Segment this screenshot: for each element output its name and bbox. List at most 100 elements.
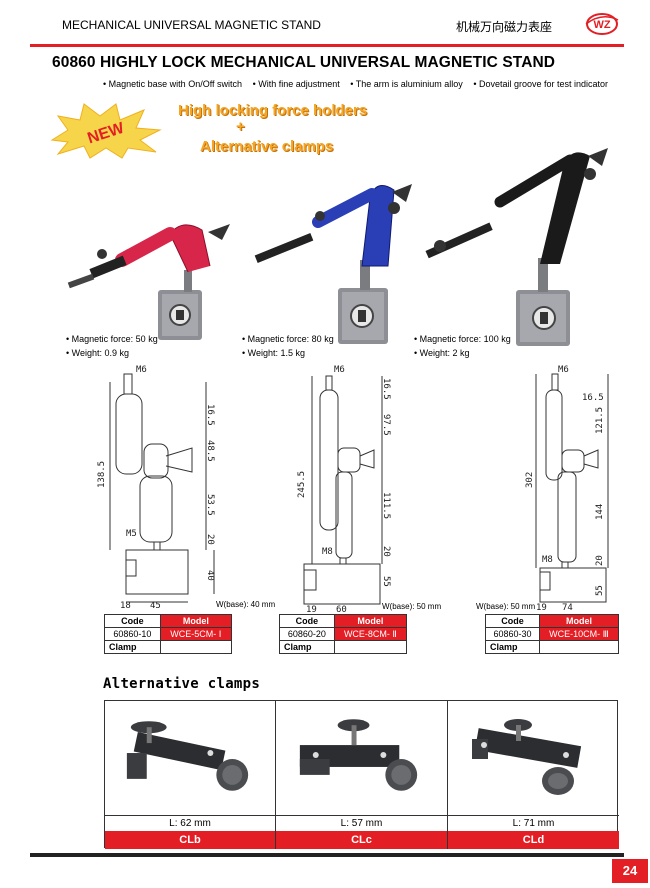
spec-list: • Magnetic force: 100 kg • Weight: 2 kg bbox=[414, 332, 511, 360]
page-number: 24 bbox=[612, 859, 648, 883]
dim-label: 20 bbox=[595, 555, 605, 566]
code-table-wce-8cm: Code Model 60860-20 WCE-8CM- Ⅱ Clamp bbox=[279, 614, 408, 654]
dim-label: 20 bbox=[205, 534, 215, 545]
clamp-card-clb: L: 62 mm CLb bbox=[105, 701, 276, 849]
dim-label: 19 bbox=[306, 605, 317, 614]
feature-item: • Magnetic base with On/Off switch bbox=[103, 79, 243, 89]
weight: • Weight: 2 kg bbox=[414, 348, 470, 358]
dim-label: 55 bbox=[381, 576, 391, 587]
dim-label: 16.5 bbox=[205, 404, 215, 426]
dim-label: M8 bbox=[542, 555, 553, 565]
product-photo-wce-5cm bbox=[67, 224, 230, 340]
code-header: Code bbox=[104, 614, 161, 628]
code-table-wce-5cm: Code Model 60860-10 WCE-5CM- Ⅰ Clamp bbox=[104, 614, 233, 654]
clamp-label: Clamp bbox=[484, 640, 541, 654]
dim-label: 16.5 bbox=[381, 378, 391, 400]
dim-label: M6 bbox=[558, 365, 569, 375]
clamp-length: L: 71 mm bbox=[448, 815, 619, 831]
magnetic-force: • Magnetic force: 100 kg bbox=[414, 334, 511, 344]
dim-label: 45 bbox=[150, 601, 161, 611]
model-header: Model bbox=[159, 614, 233, 628]
dim-label: M6 bbox=[334, 365, 345, 375]
dim-label: 40 bbox=[205, 570, 215, 581]
dim-label: 74 bbox=[562, 603, 573, 613]
model-header: Model bbox=[333, 614, 408, 628]
weight: • Weight: 1.5 kg bbox=[242, 348, 306, 358]
clamp-name: CLb bbox=[105, 831, 275, 849]
feature-item: • With fine adjustment bbox=[252, 79, 340, 89]
weight: • Weight: 0.9 kg bbox=[66, 348, 130, 358]
dim-label: 18 bbox=[120, 601, 131, 611]
main-title: 60860 HIGHLY LOCK MECHANICAL UNIVERSAL M… bbox=[52, 54, 556, 71]
wz-logo: WZ bbox=[585, 13, 619, 35]
clamp-value bbox=[159, 640, 233, 654]
dim-label: 121.5 bbox=[595, 407, 605, 434]
promo-plus: + bbox=[236, 118, 245, 135]
dim-label: M6 bbox=[136, 365, 147, 375]
dim-label: 245.5 bbox=[297, 471, 307, 498]
base-width: W(base): 50 mm bbox=[476, 602, 536, 611]
dim-label: 48.5 bbox=[205, 440, 215, 462]
clamp-card-cld: L: 71 mm CLd bbox=[448, 701, 619, 849]
clamp-name: CLd bbox=[448, 831, 619, 849]
clamp-photo-cld bbox=[472, 719, 582, 795]
new-badge: NEW bbox=[50, 103, 162, 159]
header-divider bbox=[30, 44, 624, 47]
dim-label: M5 bbox=[126, 529, 137, 539]
footer-divider bbox=[30, 853, 624, 857]
clamp-photo-clb bbox=[126, 721, 249, 791]
code-value: 60860-20 bbox=[279, 627, 335, 641]
clamp-value bbox=[333, 640, 408, 654]
model-value: WCE-10CM- Ⅲ bbox=[539, 627, 619, 641]
logo-text: WZ bbox=[593, 19, 610, 31]
spec-list: • Magnetic force: 50 kg • Weight: 0.9 kg bbox=[66, 332, 158, 360]
spec-list: • Magnetic force: 80 kg • Weight: 1.5 kg bbox=[242, 332, 334, 360]
product-photo-wce-10cm bbox=[425, 148, 608, 346]
dim-label: 144 bbox=[595, 504, 605, 520]
model-value: WCE-5CM- Ⅰ bbox=[159, 627, 233, 641]
clamp-length: L: 62 mm bbox=[105, 815, 275, 831]
page-header: MECHANICAL UNIVERSAL MAGNETIC STAND 机械万向… bbox=[42, 12, 622, 42]
code-table-wce-10cm: Code Model 60860-30 WCE-10CM- Ⅲ Clamp bbox=[484, 614, 619, 654]
dim-label: 20 bbox=[381, 546, 391, 557]
magnetic-force: • Magnetic force: 50 kg bbox=[66, 334, 158, 344]
alternative-clamps-title: Alternative clamps bbox=[103, 676, 261, 692]
clamp-photo-clc bbox=[299, 719, 418, 791]
feature-list: • Magnetic base with On/Off switch • Wit… bbox=[103, 79, 616, 89]
dim-label: 111.5 bbox=[381, 492, 391, 519]
clamp-label: Clamp bbox=[279, 640, 335, 654]
code-header: Code bbox=[279, 614, 335, 628]
base-width: W(base): 40 mm bbox=[216, 600, 276, 609]
model-value: WCE-8CM- Ⅱ bbox=[333, 627, 408, 641]
promo-line-1: High locking force holders bbox=[178, 102, 368, 119]
header-title-chinese: 机械万向磁力表座 bbox=[456, 20, 553, 34]
clamp-name: CLc bbox=[276, 831, 447, 849]
feature-item: • The arm is aluminium alloy bbox=[350, 79, 463, 89]
clamp-label: Clamp bbox=[104, 640, 161, 654]
technical-drawing-wce-5cm: M6 16.5 48.5 138.5 53.5 20 M5 40 18 45 bbox=[97, 365, 215, 611]
dim-label: 55 bbox=[595, 585, 605, 596]
clamp-grid: L: 62 mm CLb L: 57 mm CLc L: 71 mm bbox=[104, 700, 619, 849]
dim-label: 60 bbox=[336, 605, 347, 614]
feature-item: • Dovetail groove for test indicator bbox=[473, 79, 609, 89]
technical-drawing-wce-10cm: M6 16.5 121.5 302 144 20 M8 55 19 74 bbox=[525, 365, 609, 613]
code-value: 60860-10 bbox=[104, 627, 161, 641]
model-header: Model bbox=[539, 614, 619, 628]
code-value: 60860-30 bbox=[484, 627, 541, 641]
clamp-card-clc: L: 57 mm CLc bbox=[276, 701, 448, 849]
promo-line-2: Alternative clamps bbox=[200, 138, 334, 155]
product-photo-wce-8cm bbox=[254, 184, 412, 344]
technical-drawing-wce-8cm: M6 16.5 97.5 245.5 111.5 20 M8 55 19 60 bbox=[297, 365, 391, 614]
clamp-length: L: 57 mm bbox=[276, 815, 447, 831]
magnetic-force: • Magnetic force: 80 kg bbox=[242, 334, 334, 344]
dim-label: 16.5 bbox=[582, 393, 604, 403]
dim-label: 302 bbox=[525, 472, 535, 488]
dim-label: M8 bbox=[322, 547, 333, 557]
header-title: MECHANICAL UNIVERSAL MAGNETIC STAND bbox=[62, 18, 321, 32]
dim-label: 19 bbox=[536, 603, 547, 613]
dim-label: 53.5 bbox=[205, 494, 215, 516]
code-header: Code bbox=[484, 614, 541, 628]
dim-label: 138.5 bbox=[97, 461, 107, 488]
base-width: W(base): 50 mm bbox=[382, 602, 442, 611]
clamp-value bbox=[539, 640, 619, 654]
